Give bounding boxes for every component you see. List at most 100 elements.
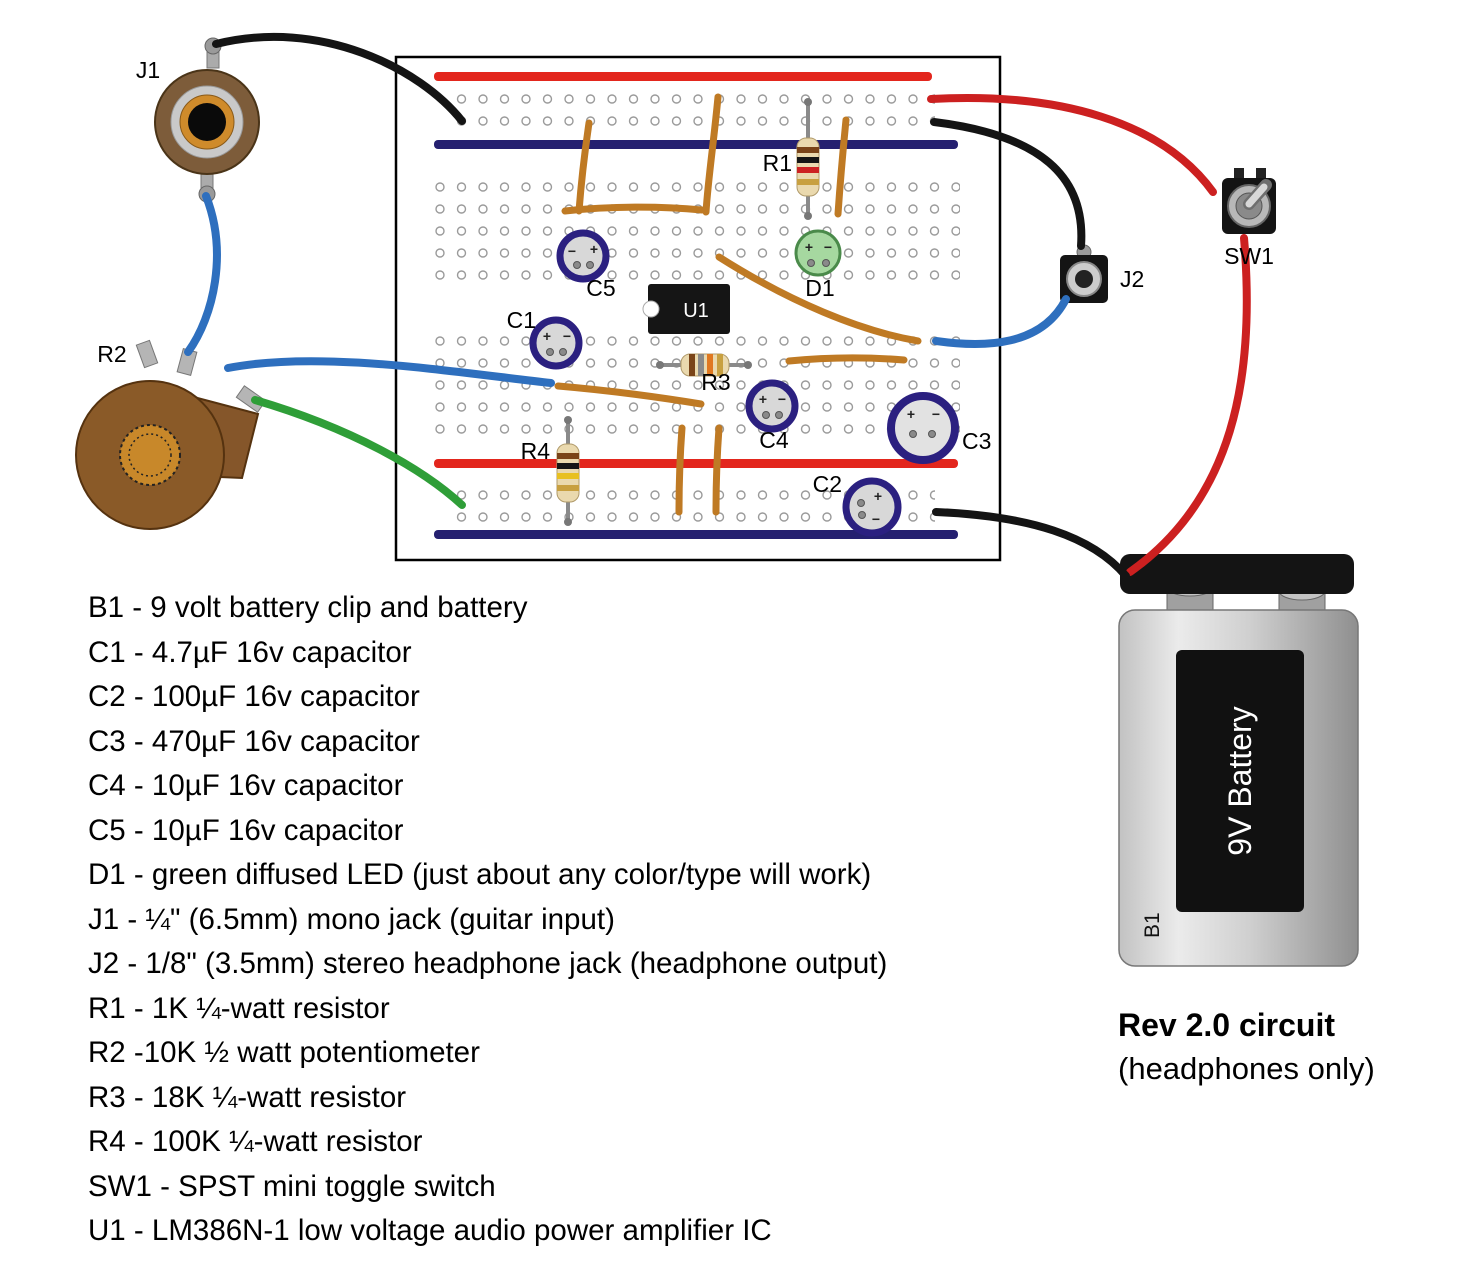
jumper-wire bbox=[554, 382, 705, 408]
power-rail-bottom-red bbox=[434, 459, 958, 468]
pot-shaft-ring bbox=[128, 433, 172, 477]
resistor-band bbox=[557, 485, 579, 491]
wire-board-to-j2-black bbox=[930, 118, 1086, 250]
label-d1: D1 bbox=[805, 275, 834, 301]
resistor-band bbox=[797, 147, 819, 153]
parts-list-item: D1 - green diffused LED (just about any … bbox=[88, 858, 872, 891]
resistor-r1 bbox=[796, 98, 820, 220]
led-d1: + − bbox=[794, 229, 842, 277]
resistor-band bbox=[797, 157, 819, 163]
led-lead bbox=[807, 259, 815, 267]
ic-notch bbox=[642, 300, 660, 318]
label-u1: U1 bbox=[683, 300, 709, 322]
power-rail-top-blue bbox=[434, 140, 958, 149]
revision-note: Rev 2.0 circuit (headphones only) bbox=[1118, 1004, 1375, 1090]
cap-plus-mark: + bbox=[759, 391, 767, 407]
capacitor-c2: + − bbox=[842, 477, 902, 537]
cap-minus-mark: − bbox=[563, 328, 571, 344]
ic-u1: U1 bbox=[642, 284, 730, 334]
ic-body bbox=[648, 284, 730, 334]
jumper-wire bbox=[575, 119, 593, 215]
parts-list-item: R1 - 1K ¼-watt resistor bbox=[88, 991, 390, 1025]
pot-lug bbox=[135, 339, 159, 369]
parts-list: B1 - 9 volt battery clip and battery C1 … bbox=[88, 586, 887, 1254]
label-c3: C3 bbox=[962, 428, 991, 454]
parts-list-item: R2 -10K ½ watt potentiometer bbox=[88, 1036, 480, 1069]
hole-grid-lower bbox=[428, 330, 960, 440]
jumper-wire bbox=[712, 424, 723, 516]
cap-minus-mark: − bbox=[872, 511, 880, 527]
parts-list-item: C2 - 100µF 16v capacitor bbox=[88, 680, 420, 713]
cap-minus-mark: − bbox=[568, 243, 576, 259]
parts-list-item: U1 - LM386N-1 low voltage audio power am… bbox=[88, 1214, 772, 1247]
label-c1: C1 bbox=[507, 307, 536, 333]
label-sw1: SW1 bbox=[1224, 243, 1274, 269]
cap-lead bbox=[858, 511, 866, 519]
cap-minus-mark: − bbox=[778, 391, 786, 407]
resistor-band bbox=[557, 463, 579, 469]
label-j1: J1 bbox=[136, 57, 160, 83]
cap-lead bbox=[928, 430, 936, 438]
resistor-r4 bbox=[556, 416, 580, 526]
wire-board-to-battery-black bbox=[932, 508, 1130, 580]
revision-title: Rev 2.0 circuit bbox=[1118, 1007, 1335, 1043]
resistor-band bbox=[797, 167, 819, 173]
cap-minus-mark: − bbox=[932, 406, 940, 422]
resistor-lead bbox=[564, 518, 572, 526]
jack-hole bbox=[188, 103, 226, 141]
cap-plus-mark: + bbox=[874, 488, 882, 504]
resistor-band bbox=[557, 453, 579, 459]
wire-r2-to-board-blue bbox=[224, 357, 555, 387]
led-minus-mark: − bbox=[824, 239, 832, 255]
label-r2: R2 bbox=[97, 341, 126, 367]
jumper-wire bbox=[561, 203, 706, 215]
component-labels: J1 R2 R1 C5 C1 D1 R3 C4 C3 C2 R4 J2 SW1 bbox=[97, 57, 1274, 497]
parts-list-item: SW1 - SPST mini toggle switch bbox=[88, 1169, 496, 1203]
wire-r2-to-board-green bbox=[251, 396, 466, 509]
switch-leg bbox=[1234, 168, 1244, 182]
resistor-band bbox=[707, 354, 713, 376]
resistor-lead bbox=[564, 416, 572, 424]
jack-j2 bbox=[1060, 244, 1108, 303]
potentiometer-r2 bbox=[75, 339, 267, 530]
jumper-wire bbox=[702, 93, 722, 216]
jumper-wire bbox=[834, 116, 850, 218]
wire-j1-to-board-black bbox=[212, 32, 466, 125]
capacitor-c1: + − bbox=[529, 316, 583, 370]
battery-label-panel bbox=[1176, 650, 1304, 912]
switch-lever bbox=[1245, 183, 1268, 208]
switch-leg bbox=[1256, 168, 1266, 182]
label-c2: C2 bbox=[813, 471, 842, 497]
power-rail-bottom-blue bbox=[434, 530, 958, 539]
parts-list-item: J1 - ¼" (6.5mm) mono jack (guitar input) bbox=[88, 902, 615, 936]
cap-lead bbox=[762, 411, 770, 419]
label-r4: R4 bbox=[521, 438, 551, 464]
label-j2: J2 bbox=[1120, 266, 1144, 292]
pot-lug bbox=[235, 385, 267, 413]
parts-list-item: R4 - 100K ¼-watt resistor bbox=[88, 1125, 423, 1158]
parts-list-item: C4 - 10µF 16v capacitor bbox=[88, 769, 404, 802]
hole-grid-top-rails bbox=[450, 90, 935, 134]
resistor-band bbox=[717, 354, 723, 376]
parts-list-item: B1 - 9 volt battery clip and battery bbox=[88, 591, 528, 624]
wire-j1-to-r2-blue bbox=[184, 192, 221, 356]
hole-grid-upper bbox=[428, 176, 960, 286]
resistor-lead bbox=[656, 361, 664, 369]
cap-lead bbox=[909, 430, 917, 438]
resistor-lead bbox=[804, 98, 812, 106]
label-b1: B1 bbox=[1141, 912, 1164, 938]
cap-plus-mark: + bbox=[543, 328, 551, 344]
cap-lead bbox=[775, 411, 783, 419]
parts-list-item: C1 - 4.7µF 16v capacitor bbox=[88, 635, 412, 669]
parts-list-item: C5 - 10µF 16v capacitor bbox=[88, 813, 404, 847]
wire-board-to-sw1-red bbox=[927, 94, 1217, 196]
cap-plus-mark: + bbox=[907, 406, 915, 422]
jumper-wire bbox=[675, 424, 686, 516]
cap-lead bbox=[857, 499, 865, 507]
hookup-wires bbox=[184, 32, 1251, 580]
jumper-wires bbox=[554, 93, 922, 516]
resistor-lead bbox=[804, 212, 812, 220]
resistor-lead bbox=[744, 361, 752, 369]
